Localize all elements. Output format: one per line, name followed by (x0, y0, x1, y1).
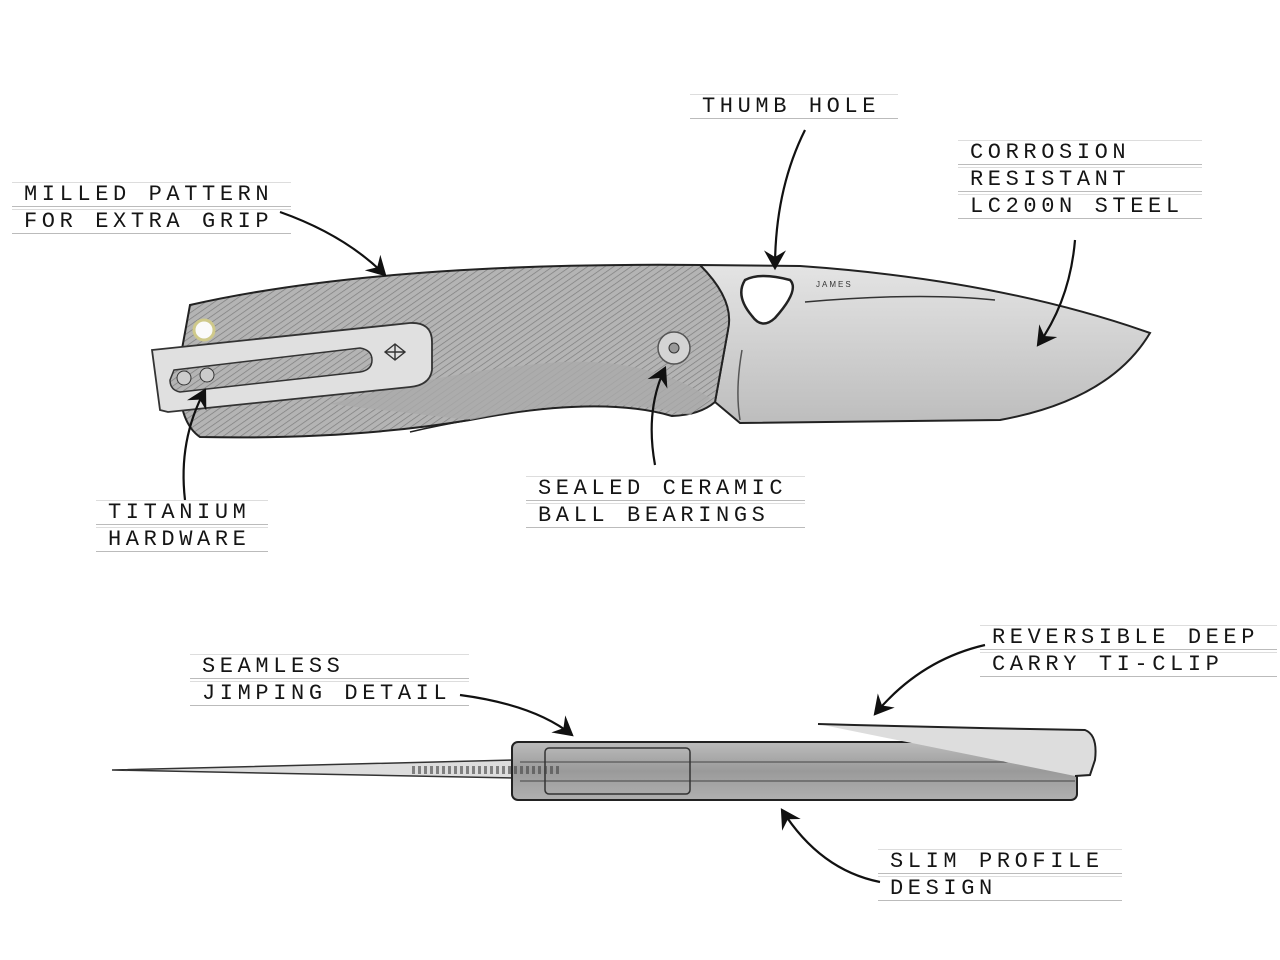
label-jimping: SEAMLESS JIMPING DETAIL (189, 653, 470, 707)
pocket-clip (150, 322, 433, 413)
label-thumb-hole: THUMB HOLE (689, 93, 899, 120)
label-line: SEAMLESS (189, 653, 470, 680)
label-ceramic-bearings: SEALED CERAMIC BALL BEARINGS (525, 475, 806, 529)
thumb-hole (740, 274, 795, 325)
lanyard-hole (192, 318, 216, 342)
label-line: FOR EXTRA GRIP (11, 208, 292, 235)
label-line: THUMB HOLE (689, 93, 899, 120)
label-line: SLIM PROFILE (878, 848, 1122, 875)
clip-spine (817, 723, 1097, 777)
label-slim-profile: SLIM PROFILE DESIGN (878, 848, 1122, 902)
label-line: TITANIUM (95, 499, 269, 526)
label-steel: CORROSION RESISTANT LC200N STEEL (958, 139, 1202, 220)
label-line: DESIGN (878, 875, 1122, 902)
callout-arrows (182, 129, 1077, 884)
label-ti-clip: REVERSIBLE DEEP CARRY TI-CLIP (979, 624, 1278, 678)
label-line: BALL BEARINGS (525, 502, 806, 529)
brand-mark: JAMES (816, 280, 853, 289)
label-line: CARRY TI-CLIP (979, 651, 1278, 678)
logo-mark (383, 343, 407, 361)
label-line: HARDWARE (95, 526, 269, 553)
label-line: JIMPING DETAIL (189, 680, 470, 707)
label-line: CORROSION (958, 139, 1202, 166)
label-line: MILLED PATTERN (11, 181, 292, 208)
label-line: RESISTANT (958, 166, 1202, 193)
label-milled-pattern: MILLED PATTERN FOR EXTRA GRIP (11, 181, 292, 235)
blade (698, 263, 1152, 425)
label-titanium-hardware: TITANIUM HARDWARE (95, 499, 269, 553)
label-line: REVERSIBLE DEEP (979, 624, 1278, 651)
label-line: SEALED CERAMIC (525, 475, 806, 502)
knife-spine-view (111, 723, 1097, 801)
label-line: LC200N STEEL (958, 193, 1202, 220)
